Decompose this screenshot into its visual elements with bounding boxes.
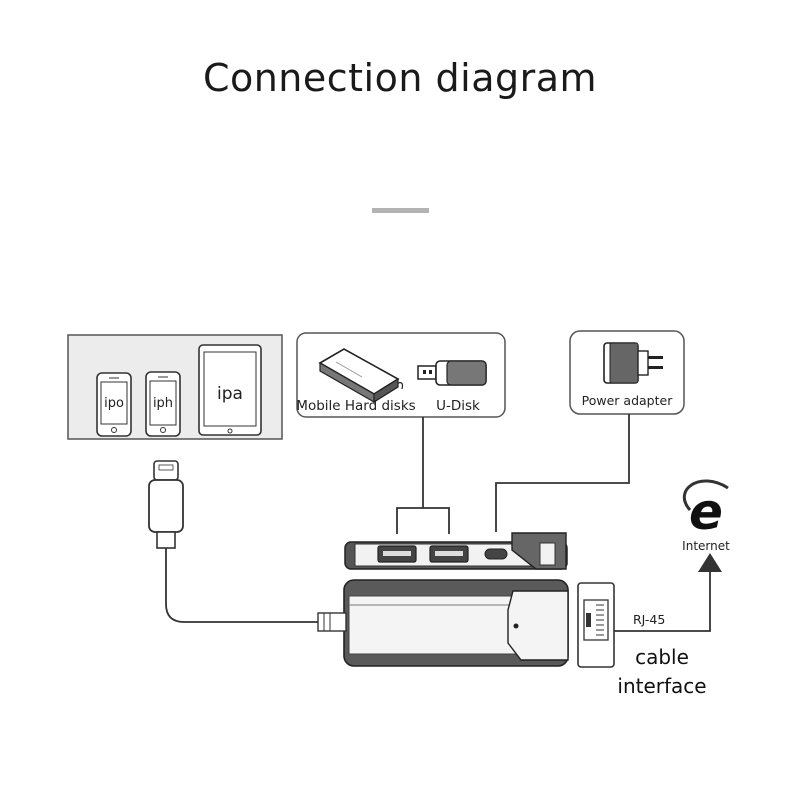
internet-explorer-icon: e <box>682 479 729 541</box>
hard-disk-icon <box>318 348 404 404</box>
power-panel: Power adapter <box>569 330 685 415</box>
ethernet-port-icon <box>577 582 615 668</box>
ipad-label: ipa <box>217 384 243 404</box>
devices-panel: ipo iph ipa <box>67 334 283 440</box>
power-adapter-label: Power adapter <box>582 393 674 408</box>
title-divider <box>372 208 429 213</box>
cable-label-line2: interface <box>617 674 706 698</box>
hub-device-icon <box>317 532 569 667</box>
rj45-label: RJ-45 <box>633 612 665 627</box>
hard-disk-label: Mobile Hard disks <box>296 398 415 414</box>
rj45-line <box>614 553 722 632</box>
connection-lines <box>165 414 630 623</box>
usb-drive-icon <box>417 360 487 386</box>
lightning-connector-icon <box>148 460 184 549</box>
svg-text:e: e <box>689 483 723 541</box>
ipod-label: ipo <box>104 396 124 411</box>
udisk-label: U-Disk <box>436 398 480 414</box>
internet-label: Internet <box>682 539 730 553</box>
page-title: Connection diagram <box>202 56 598 100</box>
ipod-icon <box>96 372 132 437</box>
iphone-icon <box>145 371 181 437</box>
iphone-label: iph <box>153 396 173 411</box>
storage-panel: Mobile Hard disks U-Disk <box>296 332 506 418</box>
power-adapter-icon <box>603 342 663 384</box>
cable-label-line1: cable <box>635 645 689 669</box>
ipad-icon <box>198 344 262 436</box>
